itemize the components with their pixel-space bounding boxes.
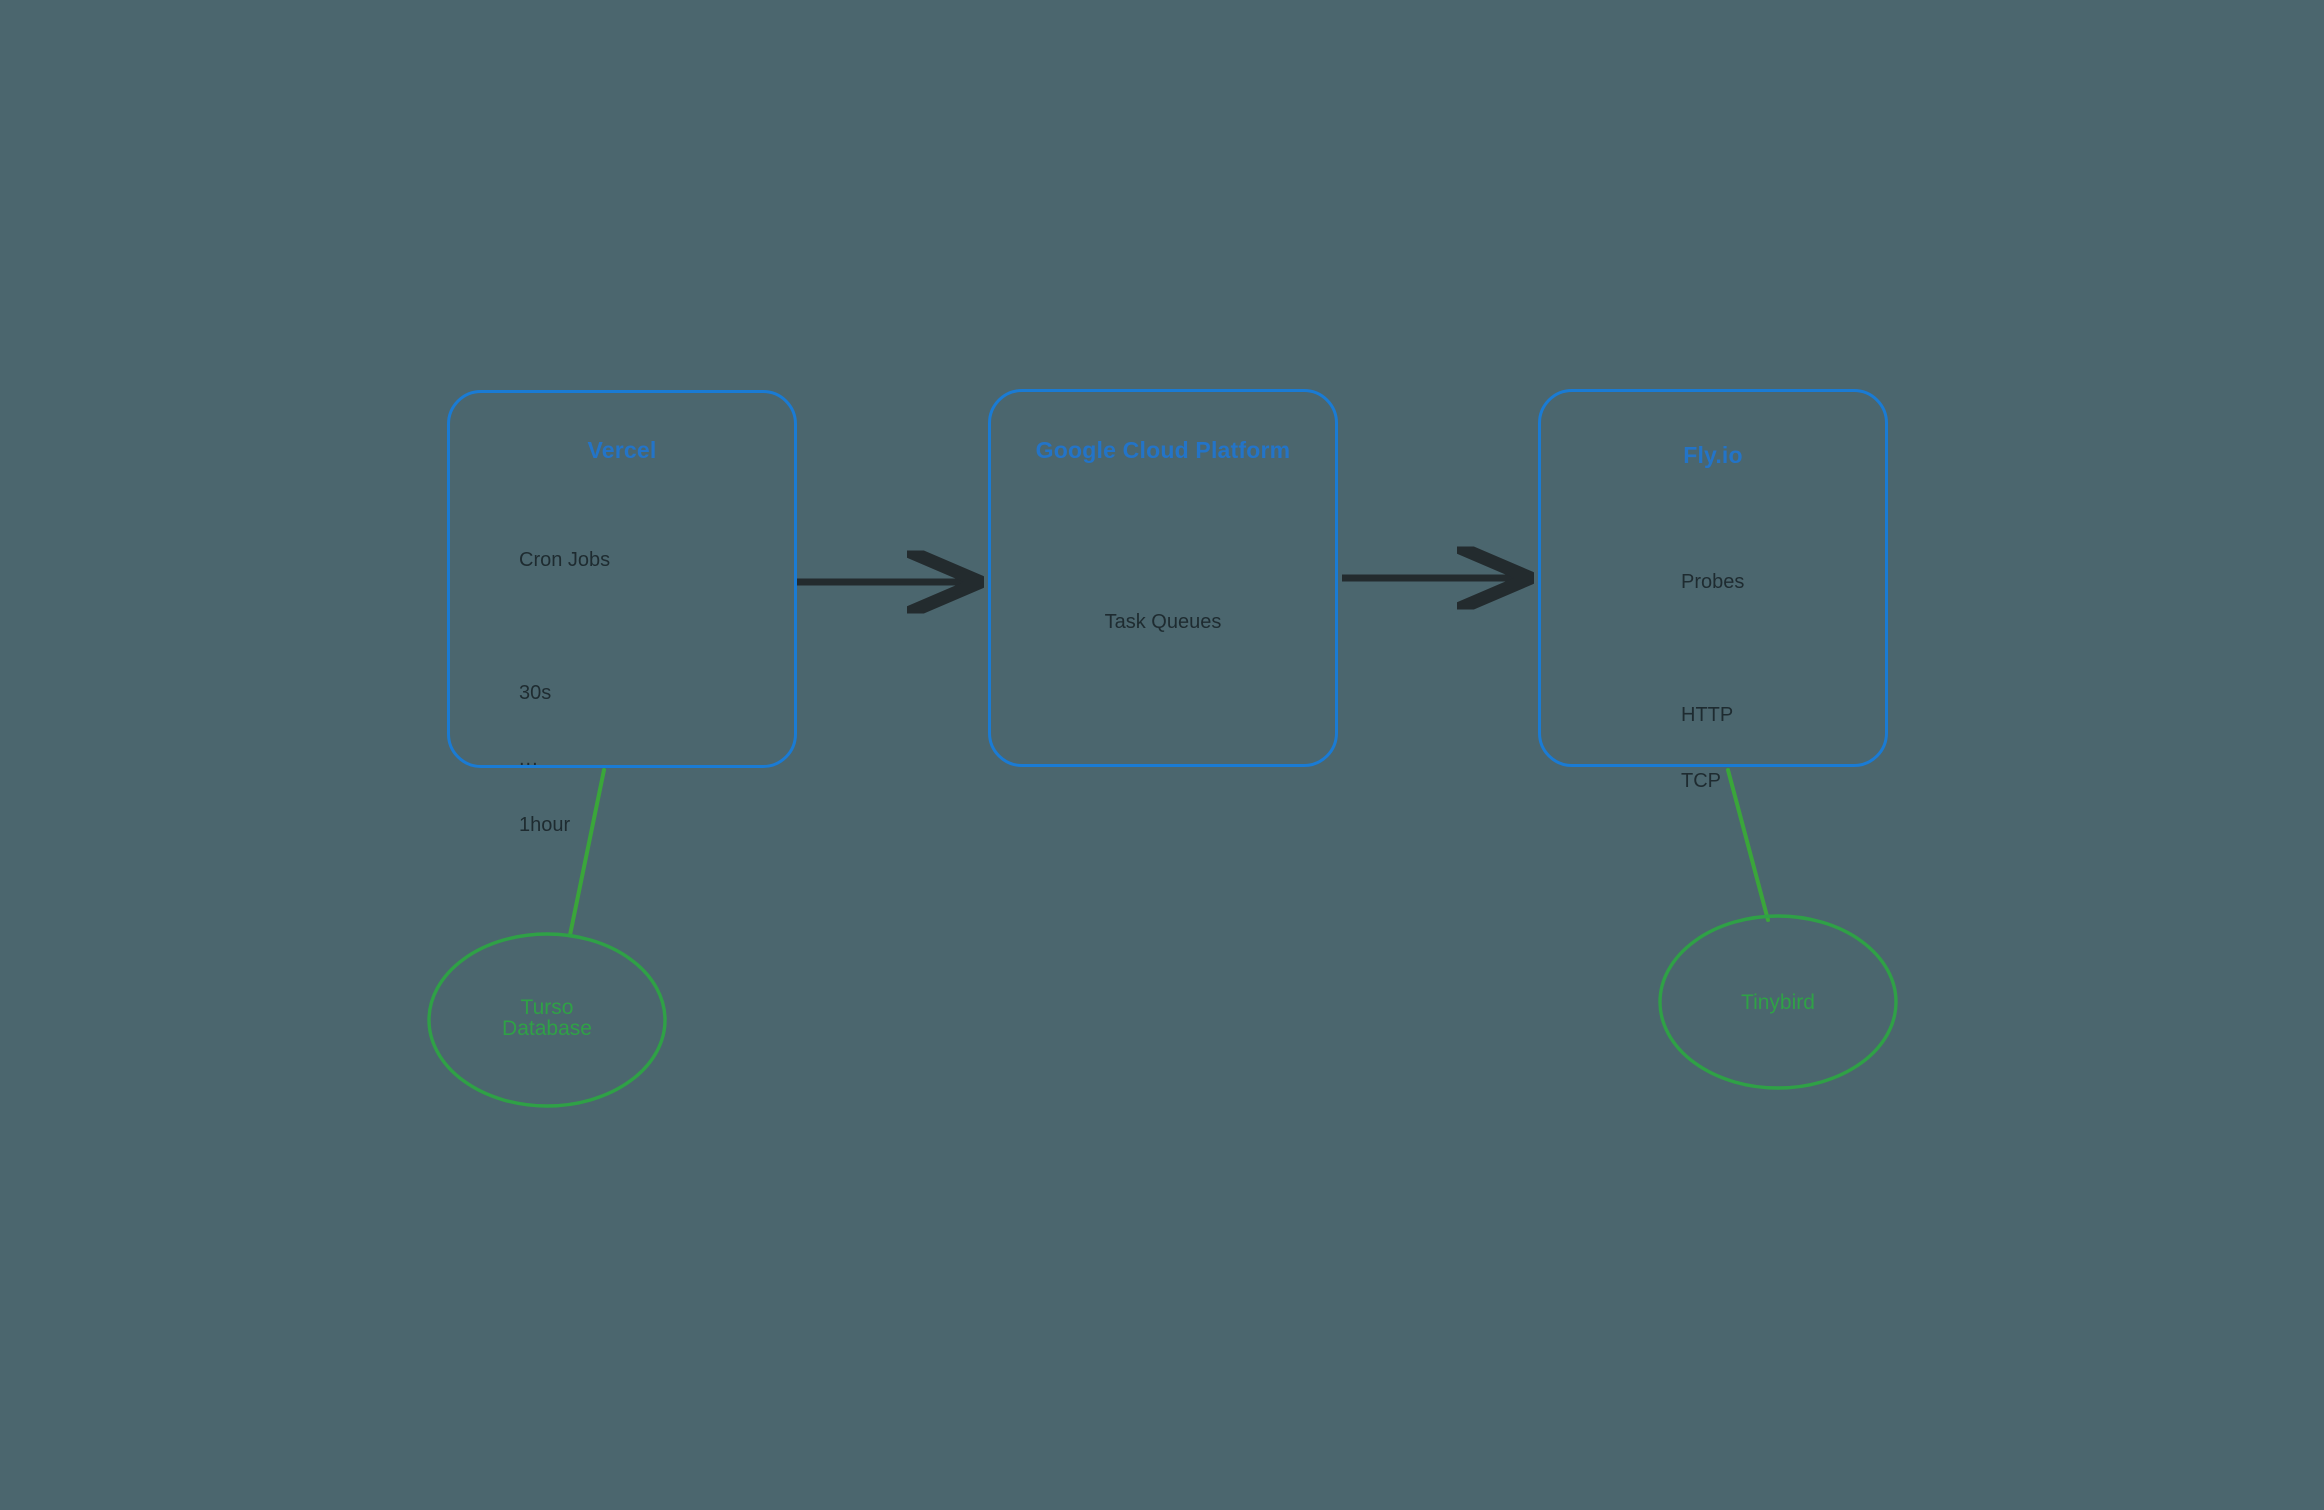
node-vercel-line-4: 1hour [519,814,571,836]
node-flyio-line-0: Probes [1681,571,1745,593]
node-flyio-body: Probes HTTP TCP [1681,532,1744,837]
node-vercel-line-2: 30s [519,682,552,704]
node-gcp-body: Task Queues [991,572,1335,678]
node-gcp[interactable]: Google Cloud Platform Task Queues [988,389,1338,767]
node-vercel-line-0: Cron Jobs [519,549,611,571]
node-gcp-line-0: Task Queues [1104,611,1222,633]
node-vercel-body: Cron Jobs 30s ... 1hour [519,510,610,881]
node-vercel-line-1 [519,616,610,643]
datastore-ellipse-tinybird[interactable] [1658,914,1898,1090]
node-gcp-title: Google Cloud Platform [1035,437,1291,463]
node-flyio[interactable]: Fly.io Probes HTTP TCP [1538,389,1888,791]
node-flyio-line-3: TCP [1681,770,1721,792]
node-tinybird-label: Tinybird [1741,991,1815,1014]
node-vercel-title: Vercel [587,437,657,463]
node-flyio-line-1 [1681,638,1744,665]
node-vercel-line-3: ... [519,748,539,770]
node-flyio-title: Fly.io [1683,442,1743,468]
node-vercel[interactable]: Vercel Cron Jobs 30s ... 1hour [447,390,797,835]
node-flyio-line-2: HTTP [1681,704,1734,726]
node-turso-label: Turso Database [502,996,592,1040]
datastore-ellipse-turso[interactable] [427,932,667,1108]
